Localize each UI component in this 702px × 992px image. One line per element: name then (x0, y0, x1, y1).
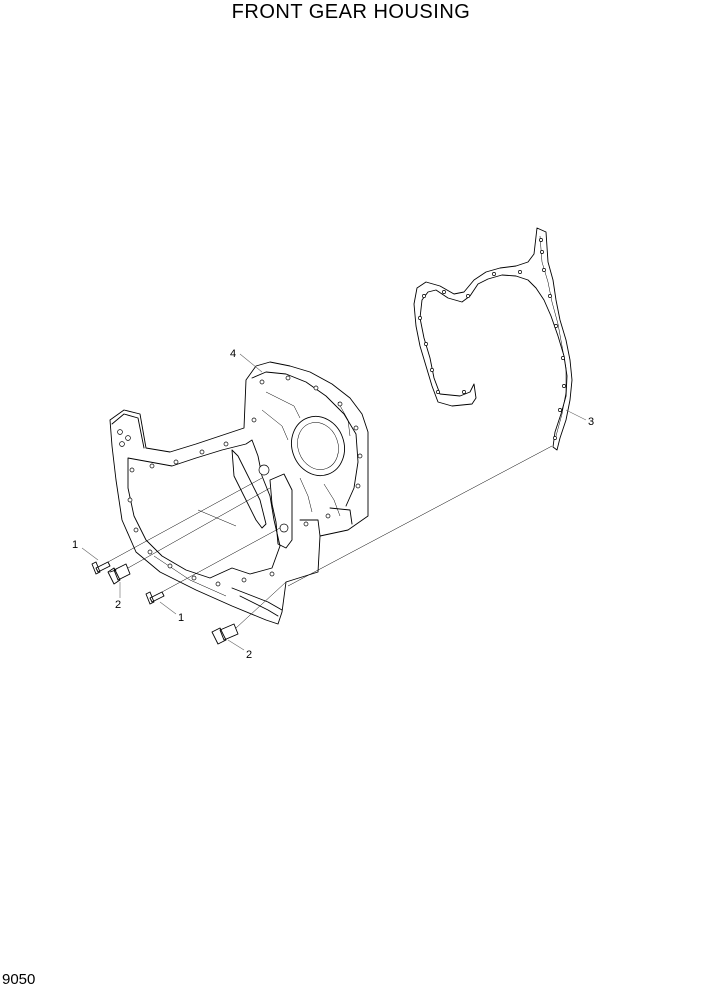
gasket-part-3 (413, 227, 573, 451)
page-number: 9050 (2, 971, 36, 988)
bolt-part-2-lower (211, 623, 239, 645)
leader-lines (81, 353, 587, 651)
bolt-part-1-lower (145, 591, 165, 605)
assembly-lines (107, 445, 553, 629)
callout-2-lower: 2 (246, 649, 252, 661)
callout-1-upper: 1 (72, 539, 78, 551)
diagram-title: FRONT GEAR HOUSING (231, 1, 471, 23)
gear-housing-part-4 (109, 361, 369, 625)
callout-3: 3 (588, 416, 594, 428)
callout-2-upper: 2 (115, 599, 121, 611)
callout-4: 4 (230, 348, 236, 360)
bolt-part-2-upper (107, 563, 131, 585)
bolt-part-1-upper (91, 561, 111, 575)
callout-1-lower: 1 (178, 612, 184, 624)
